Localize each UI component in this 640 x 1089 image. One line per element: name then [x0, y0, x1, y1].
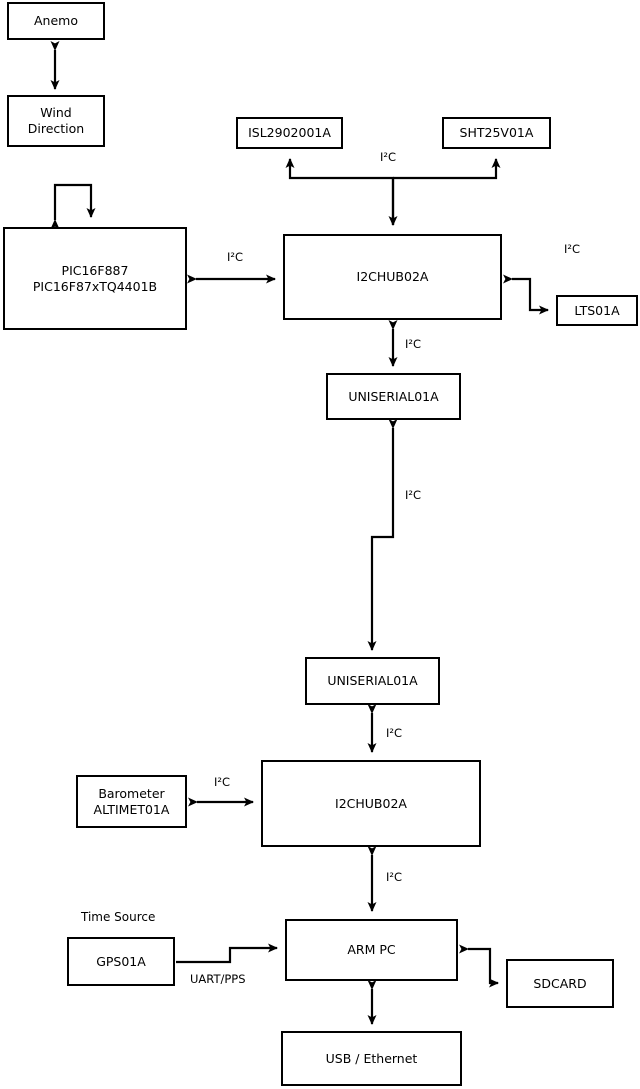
edge-hub-sht	[393, 158, 501, 180]
node-wind-direction[interactable]: Wind Direction	[7, 95, 105, 147]
node-anemo-label: Anemo	[34, 13, 78, 29]
node-uniserial01a-bottom[interactable]: UNISERIAL01A	[305, 657, 440, 705]
edge-hub-lts-in	[503, 274, 549, 315]
node-pic-mcu[interactable]: PIC16F887 PIC16F87xTQ4401B	[3, 227, 187, 330]
node-uniserial01a-top[interactable]: UNISERIAL01A	[326, 373, 461, 420]
node-arm-pc-label: ARM PC	[347, 942, 396, 958]
edge-label-i2c-pic-hub: I²C	[227, 250, 244, 264]
node-isl2902001a[interactable]: ISL2902001A	[236, 117, 343, 149]
node-i2chub02a-bottom[interactable]: I2CHUB02A	[261, 760, 481, 847]
node-i2chub02a-top[interactable]: I2CHUB02A	[283, 234, 502, 320]
node-uniserial01a-bottom-label: UNISERIAL01A	[327, 673, 418, 689]
node-barometer-altimet01a-label: Barometer ALTIMET01A	[93, 785, 170, 817]
node-i2chub02a-bottom-label: I2CHUB02A	[335, 795, 407, 811]
node-uniserial01a-top-label: UNISERIAL01A	[348, 388, 439, 404]
node-usb-ethernet[interactable]: USB / Ethernet	[281, 1031, 462, 1086]
node-sht25v01a[interactable]: SHT25V01A	[442, 117, 551, 149]
node-usb-ethernet-label: USB / Ethernet	[325, 1050, 418, 1066]
node-sdcard[interactable]: SDCARD	[506, 959, 614, 1008]
edge-pic-wind	[50, 183, 96, 229]
edge-uniserial-uniserial	[367, 419, 398, 651]
edge-label-i2c-hub-lts: I²C	[564, 242, 581, 256]
node-sdcard-label: SDCARD	[533, 975, 587, 991]
edge-hub-isl	[285, 158, 395, 225]
node-pic-mcu-label: PIC16F887 PIC16F87xTQ4401B	[32, 262, 158, 294]
edge-label-i2c-uniserial-hub2: I²C	[386, 726, 403, 740]
edge-label-i2c-hub-uniserial: I²C	[405, 337, 422, 351]
edge-label-uart-pps: UART/PPS	[190, 972, 246, 986]
node-i2chub02a-top-label: I2CHUB02A	[356, 269, 429, 285]
node-gps01a[interactable]: GPS01A	[67, 937, 175, 986]
node-barometer-altimet01a[interactable]: Barometer ALTIMET01A	[76, 775, 187, 828]
node-isl2902001a-label: ISL2902001A	[248, 125, 331, 141]
edge-label-i2c-barometer-hub2: I²C	[214, 775, 231, 789]
node-anemo[interactable]: Anemo	[7, 2, 105, 40]
label-time-source: Time Source	[81, 910, 156, 924]
node-wind-direction-label: Wind Direction	[27, 105, 85, 136]
edge-gps-armpc	[176, 943, 278, 964]
edge-label-i2c-hub2-armpc: I²C	[386, 870, 403, 884]
node-gps01a-label: GPS01A	[96, 953, 146, 969]
edge-label-i2c-sensors: I²C	[380, 150, 397, 164]
node-sht25v01a-label: SHT25V01A	[459, 125, 534, 141]
node-arm-pc[interactable]: ARM PC	[285, 919, 458, 981]
edge-label-i2c-uniserial-uniserial: I²C	[405, 488, 422, 502]
edge-armpc-sdcard	[459, 944, 499, 988]
node-lts01a-label: LTS01A	[574, 302, 620, 318]
node-lts01a[interactable]: LTS01A	[556, 295, 638, 326]
